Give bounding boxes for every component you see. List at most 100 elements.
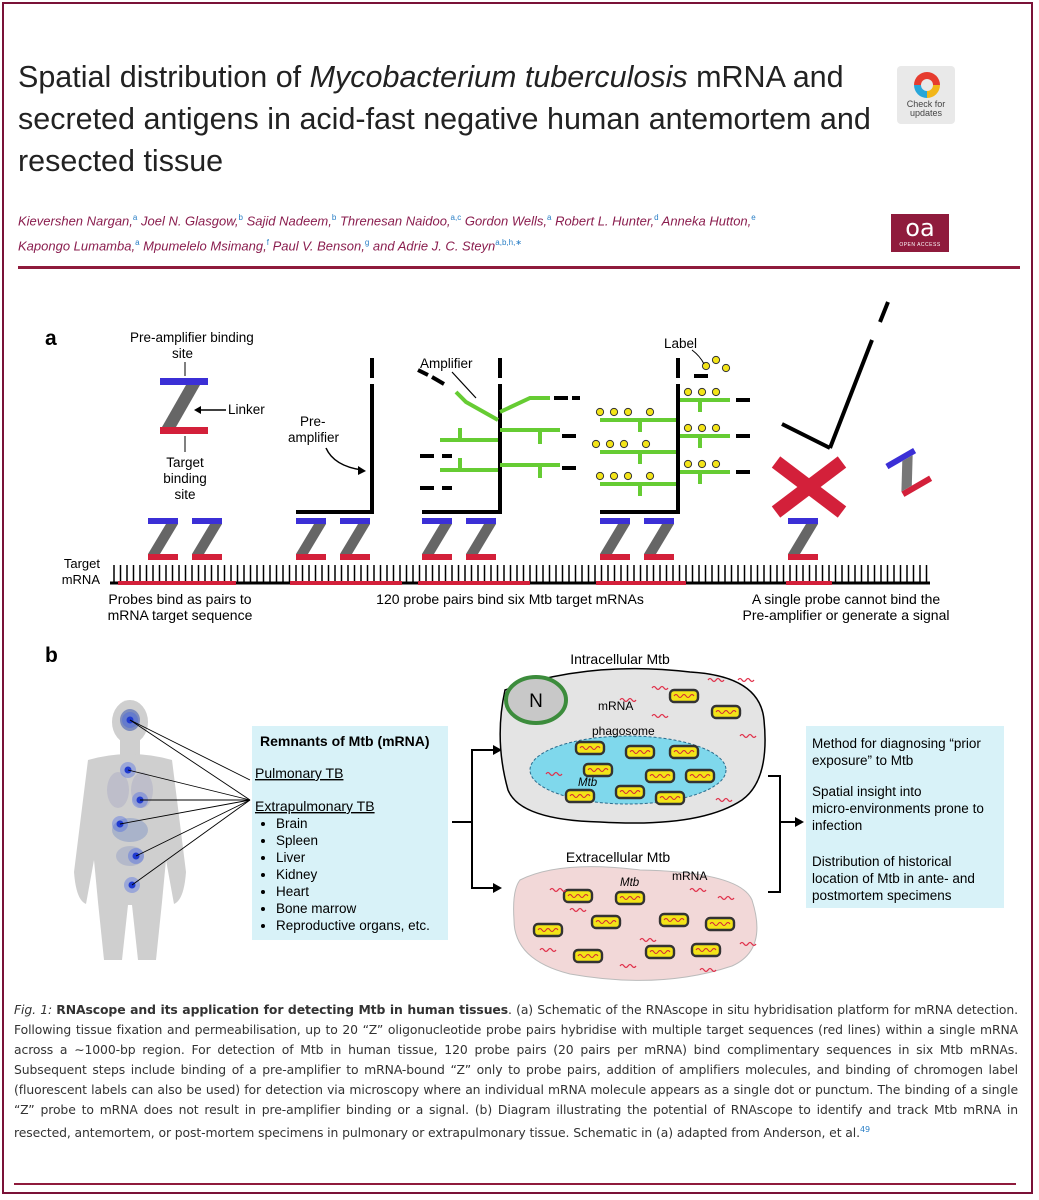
article-title: Spatial distribution of Mycobacterium tu… [18,60,871,178]
target-binding-label-2: binding [163,471,207,486]
connector-line [129,719,251,801]
mrna-ticks [113,565,928,583]
organ-item: Liver [276,850,306,865]
footer-divider [14,1183,1016,1185]
label-dot [645,407,655,417]
author-affiliation[interactable]: g [364,238,370,248]
author-affiliation[interactable]: b [331,213,337,222]
label-dot [711,387,721,397]
author-name[interactable]: Kapongo Lumamba, [18,238,136,254]
author-list: Kievershen Nargan,a Joel N. Glasgow,b Sa… [18,207,838,258]
author-affiliation[interactable]: a,c [450,213,462,222]
caption-body: . (a) Schematic of the RNAscope in situ … [14,1002,1019,1141]
organ-item: Heart [276,884,309,899]
mtb-bacillus [624,744,656,760]
caption-a1-line2: mRNA target sequence [108,607,253,623]
label-dot [711,423,721,433]
organ-item: Brain [276,816,308,831]
crossmark-icon [914,72,940,98]
preamp-label-2: amplifier [288,430,340,445]
author-name[interactable]: Paul V. Benson, [272,238,365,254]
label-dot [619,439,629,449]
caption-a2: 120 probe pairs bind six Mtb target mRNA… [376,591,644,607]
mtb-bacillus [658,912,690,928]
mtb-bacillus [582,762,614,778]
mrna-label-2: mRNA [672,869,707,883]
mtb-bacillus [572,948,604,964]
label-word: Label [664,336,697,351]
label-dot [591,439,601,449]
label-dot [609,471,619,481]
organ-item: Kidney [276,867,318,882]
author-name[interactable]: Kievershen Nargan, [18,213,133,229]
label-dot [721,363,731,373]
amplifier-label: Amplifier [420,356,473,371]
mtb-bacillus [644,944,676,960]
extrapulmonary-tb-label: Extrapulmonary TB [255,798,375,814]
label-dot [595,407,605,417]
author-affiliation[interactable]: a [132,213,138,222]
author-name[interactable]: Anneka Hutton, [661,213,752,229]
phagosome-label: phagosome [592,724,655,738]
pulmonary-tb-label: Pulmonary TB [255,765,343,781]
author-affiliation[interactable]: a [135,238,140,248]
author-affiliation[interactable]: a,b,h,∗ [495,238,522,248]
author-affiliation[interactable]: e [751,213,756,222]
mtb-bacillus [690,942,722,958]
intracellular-title: Intracellular Mtb [570,651,670,667]
bullet [261,890,265,894]
label-dot [683,387,693,397]
organ-connector-lines [119,719,251,886]
author-name[interactable]: Joel N. Glasgow, [140,213,239,229]
author-name[interactable]: Threnesan Naidoo, [339,213,451,229]
mtb-bacillus [564,788,596,804]
mtb-bacillus [668,688,700,704]
author-name[interactable]: Sajid Nadeem, [246,213,332,229]
label-dot [645,471,655,481]
label-dot [697,459,707,469]
mtb-bacillus [590,914,622,930]
label-dot [711,459,721,469]
target-binding-label-3: site [174,487,195,502]
extracellular-title: Extracellular Mtb [566,849,670,865]
organ-item: Spleen [276,833,318,848]
author-name[interactable]: and Adrie J. C. Steyn [372,238,496,254]
caption-a3-line2: Pre-amplifier or generate a signal [743,607,950,623]
bullet [261,924,265,928]
mtb-bacillus [684,768,716,784]
remnants-title: Remnants of Mtb (mRNA) [260,733,430,749]
reference-link[interactable]: 49 [859,1125,870,1134]
author-name[interactable]: Mpumelelo Msimang, [143,238,267,254]
label-dot [605,439,615,449]
nucleus [504,675,568,725]
mtb-bacillus [614,890,646,906]
author-name[interactable]: Gordon Wells, [464,213,547,229]
author-affiliation[interactable]: d [654,213,659,222]
connector-line [119,799,251,825]
header-divider [18,266,1020,269]
outcomes-box [806,726,1004,908]
author-affiliation[interactable]: b [238,213,243,222]
author-affiliation[interactable]: a [546,213,552,222]
open-access-badge: oa OPEN ACCESS [891,214,949,252]
oa-logo-text: oa [905,214,935,242]
figure-caption: Fig. 1: RNAscope and its application for… [14,1000,1018,1143]
remnants-box [252,726,448,940]
preamp-site-label: Pre-amplifier binding [130,330,254,345]
connector-line [135,799,251,857]
mrna-label-1: mRNA [598,699,633,713]
target-binding-label-1: Target [166,455,204,470]
bullet [261,839,265,843]
connector-line [131,799,251,886]
author-affiliation[interactable]: f [266,238,269,248]
author-name[interactable]: Robert L. Hunter, [555,213,655,229]
target-mrna-label-2: mRNA [62,572,101,587]
figure-1: a Target mRNA Pre-amplifier binding site… [45,301,1004,981]
organs [107,709,153,866]
mtb-bacillus [644,768,676,784]
